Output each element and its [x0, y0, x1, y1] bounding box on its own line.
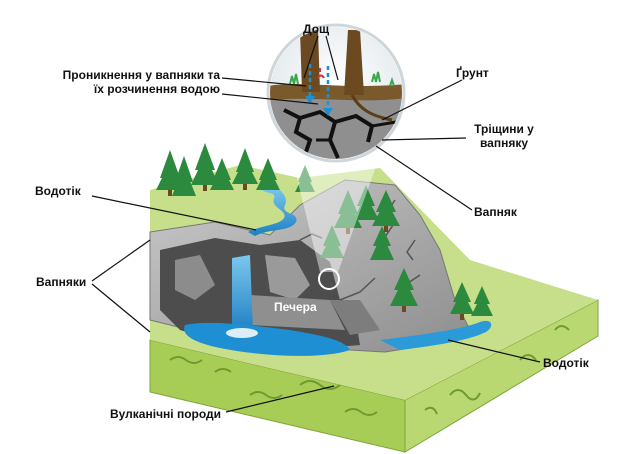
- label-cave: Печера: [274, 300, 317, 314]
- zoom-beam: [290, 150, 382, 272]
- label-limestones: Вапняки: [36, 275, 87, 289]
- label-cracks: Тріщини у вапняку: [464, 122, 544, 150]
- leader-stream-top: [91, 195, 257, 231]
- water-system: [184, 186, 492, 356]
- magnified-bubble: [266, 23, 406, 163]
- leader-limestones-1: [91, 239, 151, 282]
- leader-volcanic: [225, 385, 335, 413]
- leader-penetration-1: [221, 77, 307, 87]
- leader-limestones-2: [91, 283, 151, 333]
- label-stream-bottom: Водотік: [543, 356, 589, 370]
- label-penetration: Проникнення у вапняки та їх розчинення в…: [36, 68, 220, 96]
- label-cracks-line2: вапняку: [479, 136, 529, 150]
- label-limestone: Вапняк: [474, 205, 517, 219]
- label-stream-top: Водотік: [35, 184, 81, 198]
- tree-group-right: [390, 268, 493, 316]
- label-rain: Дощ: [303, 22, 330, 36]
- leader-lines: [91, 35, 541, 413]
- label-volcanic: Вулканічні породи: [110, 407, 222, 421]
- tree-trunks: [168, 184, 464, 320]
- waterfall: [232, 255, 253, 332]
- leader-penetration-2: [221, 93, 319, 105]
- bottom-stream: [380, 320, 492, 350]
- label-cracks-line1: Тріщини у: [474, 122, 534, 136]
- trees: [156, 143, 493, 320]
- top-stream: [248, 186, 297, 236]
- label-penetration-line1: Проникнення у вапняки та: [62, 68, 220, 82]
- zoom-source-circle: [318, 268, 340, 290]
- leader-cracks: [381, 137, 467, 141]
- underground-lake: [184, 322, 350, 356]
- leader-soil: [381, 79, 463, 121]
- tree-group-hill: [295, 165, 400, 260]
- leader-rain-1: [303, 35, 319, 79]
- label-soil: Ґрунт: [456, 66, 489, 80]
- label-penetration-line2: їх розчинення водою: [93, 82, 220, 96]
- tree-group-left: [156, 143, 280, 196]
- volcanic-layer: [149, 299, 599, 453]
- leader-limestone: [375, 145, 473, 211]
- leader-stream-bottom: [447, 339, 541, 363]
- leader-rain-2: [325, 35, 339, 81]
